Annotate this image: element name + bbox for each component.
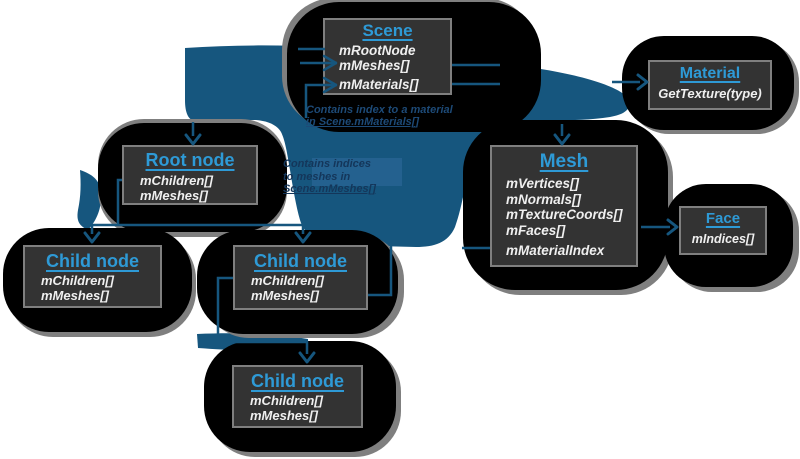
mesh-field-mnormals: mNormals[]	[506, 191, 582, 207]
child-node-1-box: Child node mChildren[] mMeshes[]	[23, 245, 162, 308]
face-field-mindices: mIndices[]	[691, 232, 755, 246]
scene-title: Scene	[362, 21, 413, 40]
scene-field-mrootnode: mRootNode	[339, 43, 416, 58]
material-index-note: Contains index to a material in Scene.mM…	[306, 104, 453, 128]
child-node-2-title: Child node	[254, 251, 347, 271]
scene-field-mmeshes: mMeshes[]	[339, 58, 410, 73]
child2-field-mchildren: mChildren[]	[251, 273, 324, 288]
mesh-title: Mesh	[539, 151, 589, 172]
child1-field-mchildren: mChildren[]	[41, 273, 114, 288]
child-node-3-title: Child node	[251, 371, 344, 391]
material-title: Material	[679, 65, 741, 82]
meshes-indices-note-line3: Scene.mMeshes[]	[283, 183, 376, 195]
child-node-2-box: Child node mChildren[] mMeshes[]	[233, 245, 368, 310]
face-title: Face	[705, 210, 741, 227]
material-index-note-line1: Contains index to a material	[306, 104, 453, 116]
scene-box: Scene mRootNode mMeshes[] mMaterials[]	[323, 18, 452, 95]
root-field-mchildren: mChildren[]	[140, 173, 213, 188]
child1-field-mmeshes: mMeshes[]	[41, 287, 109, 303]
meshes-indices-note-line1: Contains indices	[283, 158, 372, 170]
child2-field-mmeshes: mMeshes[]	[251, 287, 319, 303]
root-node-title: Root node	[145, 150, 235, 170]
mesh-field-mfaces: mFaces[]	[506, 222, 566, 238]
face-box: Face mIndices[]	[679, 206, 767, 255]
mesh-field-mtexturecoords: mTextureCoords[]	[506, 207, 623, 222]
root-node-box: Root node mChildren[] mMeshes[]	[122, 145, 258, 205]
mesh-field-mmaterialindex: mMaterialIndex	[506, 243, 605, 258]
material-index-note-line2: in Scene.mMaterials[]	[306, 115, 420, 128]
material-field-gettexture: GetTexture(type)	[658, 86, 762, 101]
mesh-box: Mesh mVertices[] mNormals[] mTextureCoor…	[490, 145, 638, 267]
material-box: Material GetTexture(type)	[648, 60, 772, 110]
scene-field-mmaterials: mMaterials[]	[339, 77, 419, 92]
child-node-1-title: Child node	[46, 251, 139, 271]
meshes-indices-note: Contains indices to meshes in Scene.mMes…	[283, 158, 376, 196]
child3-field-mmeshes: mMeshes[]	[250, 407, 318, 423]
child-node-3-box: Child node mChildren[] mMeshes[]	[232, 365, 363, 428]
meshes-indices-note-line2: to meshes in	[283, 170, 351, 183]
child3-field-mchildren: mChildren[]	[250, 393, 323, 408]
root-field-mmeshes: mMeshes[]	[140, 187, 208, 203]
mesh-field-mvertices: mVertices[]	[506, 176, 580, 191]
